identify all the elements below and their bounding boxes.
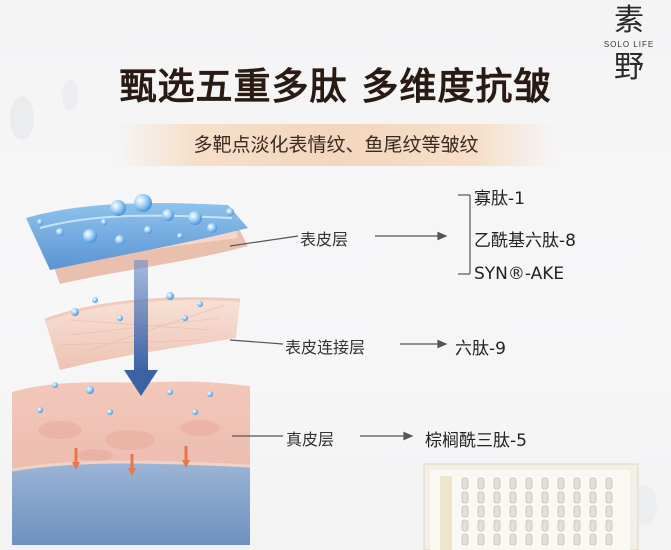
ampoule: [589, 533, 597, 546]
connector-lines: [229, 194, 471, 441]
ampoule: [461, 477, 469, 490]
headline: 甄选五重多肽 多维度抗皱: [119, 65, 552, 108]
dermis-layer: [11, 381, 251, 545]
ampoule: [541, 477, 549, 490]
ampoule: [573, 505, 581, 518]
layer-label-junction: 表皮连接层: [285, 338, 366, 357]
ampoule: [477, 505, 485, 518]
peptide-acetyl-hexapeptide-8: 乙酰基六肽-8: [474, 231, 576, 251]
ampoule: [509, 477, 517, 490]
ampoule: [509, 505, 517, 518]
ampoule: [509, 519, 517, 532]
ampoule: [461, 505, 469, 518]
ampoule: [557, 491, 565, 504]
ampoule: [573, 477, 581, 490]
ampoule: [605, 505, 613, 518]
ampoule: [477, 533, 485, 546]
ampoule: [493, 533, 501, 546]
ampoule: [477, 519, 485, 532]
ampoule: [541, 519, 549, 532]
ampoule: [541, 533, 549, 546]
background-droplets: [10, 79, 657, 525]
ampoule: [493, 505, 501, 518]
subtitle: 多靶点淡化表情纹、鱼尾纹等皱纹: [193, 134, 479, 156]
layer-label-epidermis: 表皮层: [300, 230, 349, 249]
ampoule: [589, 491, 597, 504]
brand-english: SOLO LIFE: [603, 40, 655, 49]
ampoule: [493, 477, 501, 490]
ampoule: [589, 505, 597, 518]
brand-char-1: 素: [614, 3, 644, 38]
ampoule: [477, 477, 485, 490]
ampoule: [589, 519, 597, 532]
peptide-palmitoyl-tripeptide-5: 棕榈酰三肽-5: [425, 431, 527, 451]
ampoule: [461, 491, 469, 504]
brand-logo: 素 SOLO LIFE 野: [597, 4, 661, 85]
ampoule-grid: [461, 477, 613, 546]
peptide-syn-ake: SYN®-AKE: [474, 264, 565, 284]
brand-char-2: 野: [614, 50, 644, 85]
ampoule: [573, 491, 581, 504]
peptide-hexapeptide-9: 六肽-9: [455, 339, 506, 359]
ampoule: [525, 477, 533, 490]
ampoule: [605, 533, 613, 546]
layer-label-dermis: 真皮层: [286, 430, 335, 449]
ampoule: [477, 491, 485, 504]
ampoule: [525, 505, 533, 518]
ampoule: [509, 491, 517, 504]
ampoule: [525, 533, 533, 546]
ampoule: [557, 477, 565, 490]
ampoule: [493, 519, 501, 532]
ampoule: [461, 533, 469, 546]
ampoule: [605, 491, 613, 504]
ampoule: [589, 477, 597, 490]
ampoule: [525, 491, 533, 504]
ampoule: [557, 505, 565, 518]
ampoule: [509, 533, 517, 546]
ampoule: [525, 519, 533, 532]
penetration-arrow: [124, 260, 158, 396]
ampoule: [573, 519, 581, 532]
ampoule: [605, 519, 613, 532]
ampoule: [557, 519, 565, 532]
ampoule: [461, 519, 469, 532]
ampoule: [557, 533, 565, 546]
peptide-oligopeptide-1: 寡肽-1: [474, 189, 525, 209]
ampoule: [541, 491, 549, 504]
peptide-bubbles: [37, 194, 234, 415]
subtitle-band: [116, 124, 556, 166]
ampoule: [541, 505, 549, 518]
ampoule: [573, 533, 581, 546]
ampoule: [605, 477, 613, 490]
ampoule: [493, 491, 501, 504]
